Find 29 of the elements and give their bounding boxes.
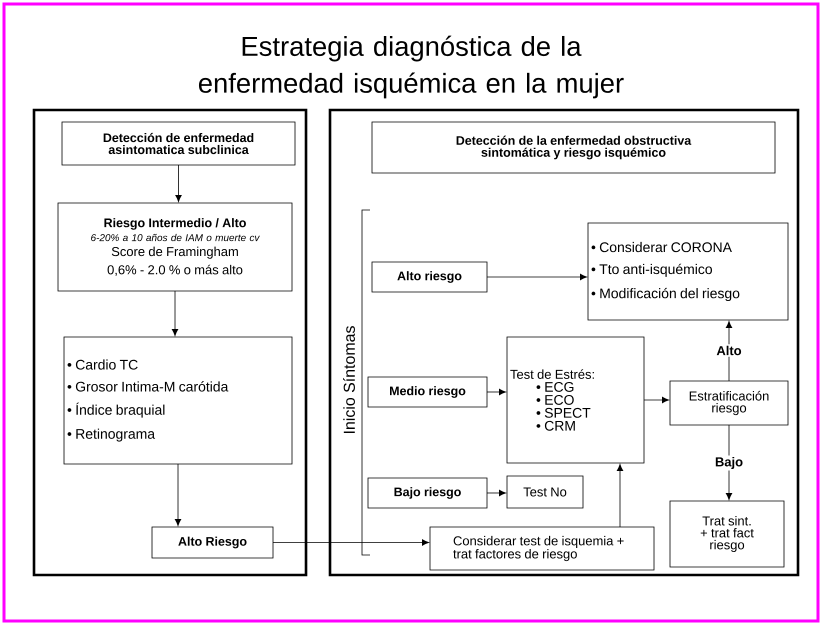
process-box: Trat sint. + trat fact riesgo bbox=[670, 500, 784, 568]
list-box: • Cardio TC • Grosor Intima-M carótida • Índice braquial • Retinograma bbox=[64, 336, 292, 464]
list-box: Test de Estrés: • ECG • ECO • SPECT • CRM bbox=[506, 336, 644, 464]
panel bbox=[32, 108, 308, 576]
process-box: Bajo riesgo bbox=[368, 478, 488, 508]
arrow bbox=[486, 274, 587, 280]
process-box: Alto riesgo bbox=[372, 262, 488, 292]
process-box: Alto Riesgo bbox=[152, 526, 274, 558]
title: Estrategia diagnóstica de la enfermedad isquémica en la mujer bbox=[198, 36, 624, 98]
arrow bbox=[486, 388, 506, 396]
process-box: Considerar test de isquemia + trat factores de riesgo bbox=[430, 526, 654, 570]
process-box: Estratificación riesgo bbox=[670, 380, 788, 426]
edge-label: Alto bbox=[714, 344, 744, 357]
arrow bbox=[272, 539, 429, 546]
arrow bbox=[644, 396, 669, 404]
process-box: Test No bbox=[506, 476, 584, 508]
list-box: • Considerar CORONA • Tto anti-isquémico • Modificación del riesgo bbox=[588, 222, 788, 320]
process-box: Medio riesgo bbox=[368, 376, 488, 408]
arrow bbox=[172, 290, 178, 336]
header-box: Detección de la enfermedad obstructiva sintomática y riesgo isquémico bbox=[372, 122, 776, 174]
process-box: Riesgo Intermedio / Alto 6-20% a 10 años de IAM o muerte cv Score de Framingham 0,6% - 2.0 % o más alto bbox=[58, 202, 292, 292]
arrow bbox=[174, 464, 182, 526]
arrow bbox=[616, 464, 624, 528]
side-label: Inicio Síntomas bbox=[343, 326, 355, 433]
arrow bbox=[486, 490, 506, 496]
panel bbox=[328, 108, 800, 576]
arrow bbox=[175, 164, 182, 202]
process-box: Detección de enfermedad asintomatica subclinica bbox=[62, 122, 296, 166]
edge-label: Bajo bbox=[713, 455, 745, 471]
